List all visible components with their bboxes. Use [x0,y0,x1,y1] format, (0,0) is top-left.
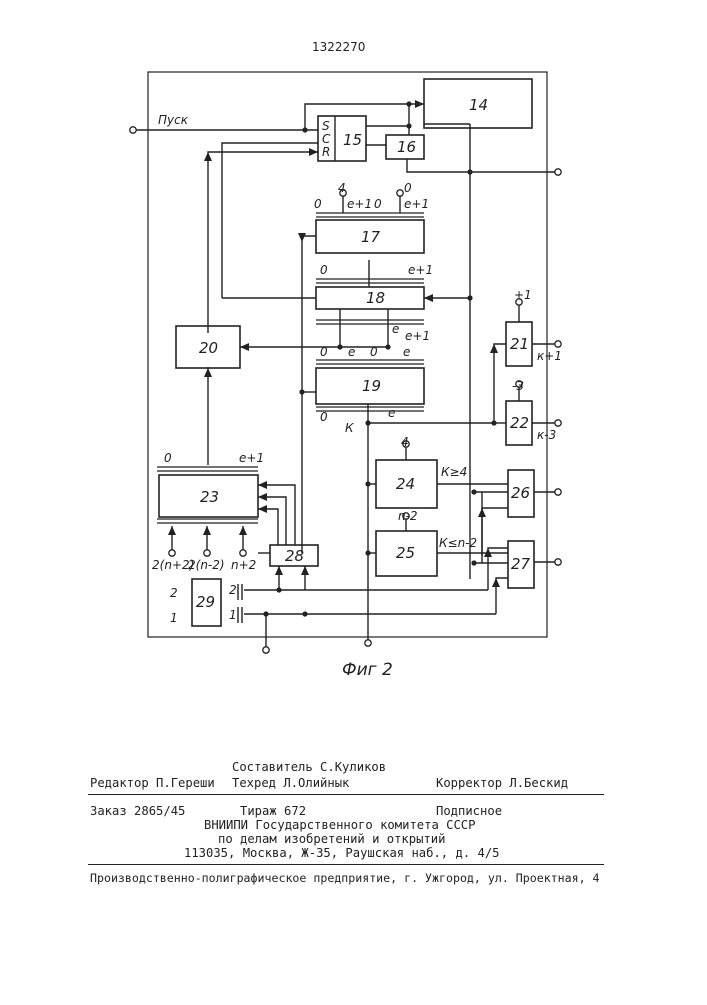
svg-text:20: 20 [199,339,218,357]
svg-text:1: 1 [229,608,237,622]
block-24: 24 [376,460,437,508]
block-15-trigger: S C R 15 [318,116,366,161]
svg-text:23: 23 [200,488,219,506]
svg-text:К≥4: К≥4 [441,465,467,479]
order-line: Заказ 2865/45 [90,804,185,818]
svg-text:n-2: n-2 [398,509,418,523]
svg-text:0: 0 [320,345,328,359]
svg-text:2(n-2): 2(n-2) [188,558,225,572]
svg-text:14: 14 [469,96,488,114]
svg-text:e+1: e+1 [239,451,264,465]
svg-text:2: 2 [229,583,237,597]
block-19: 19 [316,368,424,404]
block-17: 17 [316,220,424,253]
address-line: 113035, Москва, Ж-35, Раушская наб., д. … [184,846,500,860]
bus-bars [157,213,424,519]
block-27: 27 [508,541,534,588]
block-22: 22 [506,401,532,445]
svg-text:17: 17 [361,228,381,246]
svg-text:n+2: n+2 [231,558,256,572]
svg-text:22: 22 [510,414,529,432]
corrector-line: Корректор Л.Бескид [436,776,568,790]
svg-text:e: e [388,406,395,420]
footer-rule-bottom [88,864,604,865]
svg-text:К≤n-2: К≤n-2 [439,536,477,550]
svg-text:29: 29 [196,593,215,611]
svg-text:18: 18 [366,289,385,307]
svg-text:e+1: e+1 [408,263,433,277]
terminals [130,127,561,653]
org-line-1: ВНИИПИ Государственного комитета СССР [204,818,476,832]
svg-text:e+1: e+1 [405,329,430,343]
svg-text:0: 0 [370,345,378,359]
block-23: 23 [159,475,258,517]
svg-text:+1: +1 [514,288,532,302]
block-25: 25 [376,531,437,576]
block-28: 28 [270,545,318,566]
block-26: 26 [508,470,534,517]
svg-text:4: 4 [338,181,346,195]
svg-text:15: 15 [343,131,362,149]
svg-text:2: 2 [170,586,178,600]
svg-text:-3: -3 [512,379,524,393]
svg-text:0: 0 [374,197,382,211]
svg-text:28: 28 [285,547,304,565]
svg-text:21: 21 [510,335,529,353]
printer-line: Производственно-полиграфическое предприя… [90,871,600,885]
svg-text:0: 0 [164,451,172,465]
svg-text:24: 24 [396,475,415,493]
techred-line: Техред Л.Олийнык [232,776,349,790]
svg-text:16: 16 [397,138,416,156]
footer-rule-top [88,794,604,795]
svg-text:26: 26 [511,484,530,502]
block-18: 18 [316,287,424,309]
svg-text:R: R [322,145,330,159]
svg-text:C: C [322,132,331,146]
block-21: 21 [506,322,532,366]
svg-text:к-3: к-3 [537,428,556,442]
svg-text:0: 0 [320,263,328,277]
svg-text:e+1: e+1 [347,197,372,211]
svg-text:e: e [392,322,399,336]
page-number: 1322270 [312,40,365,54]
compiler-line: Составитель С.Куликов [232,760,386,774]
svg-text:0: 0 [314,197,322,211]
svg-text:25: 25 [396,544,415,562]
svg-text:e: e [348,345,355,359]
svg-text:1: 1 [170,611,178,625]
svg-text:0: 0 [320,410,328,424]
org-line-2: по делам изобретений и открытий [218,832,445,846]
block-16: 16 [386,135,424,159]
svg-text:К: К [345,421,354,435]
block-14: 14 [424,79,532,128]
subscription-line: Подписное [436,804,502,818]
editor-line: Редактор П.Гереши [90,776,215,790]
svg-text:e+1: e+1 [404,197,429,211]
svg-text:к+1: к+1 [537,349,562,363]
svg-text:S: S [322,119,330,133]
svg-text:0: 0 [404,181,412,195]
circulation-line: Тираж 672 [240,804,306,818]
figure-caption: Фиг 2 [342,660,393,680]
svg-text:e: e [403,345,410,359]
svg-text:19: 19 [362,377,381,395]
svg-text:4: 4 [401,435,409,449]
svg-text:27: 27 [511,555,531,573]
start-label: Пуск [158,113,189,127]
